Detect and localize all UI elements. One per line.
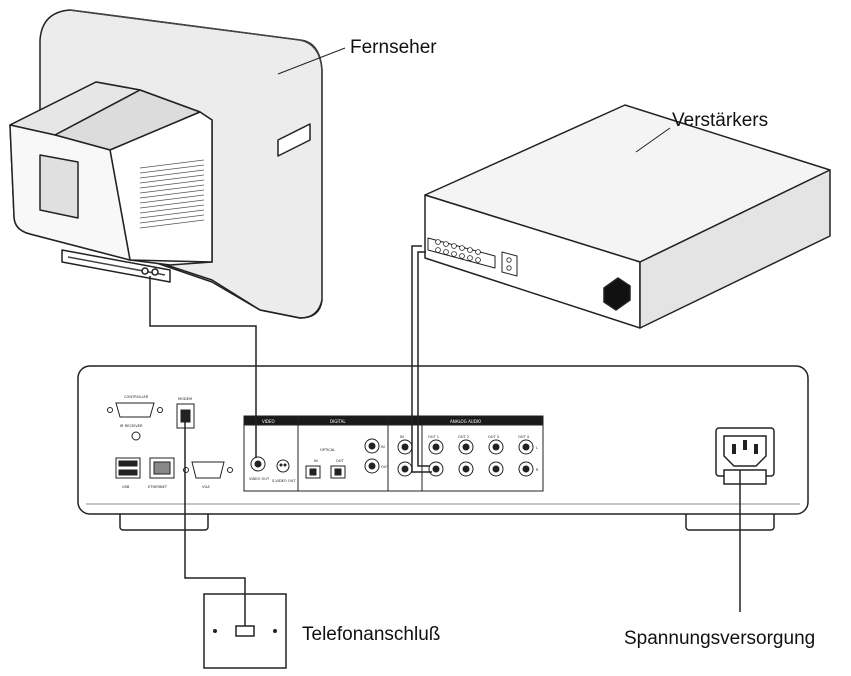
cables (149, 245, 741, 626)
power-label: Spannungsversorgung (624, 628, 815, 649)
digital-section: DIGITAL OPTICAL IN OUT IN OUT (297, 415, 389, 492)
controller-port: CONTROLLER IR RECEIVER (107, 395, 163, 441)
analog-audio-section: ANALOG AUDIO IN OUT 1 OUT 2 OUT 3 OUT 4 … (387, 415, 544, 492)
optical-out-label: OUT (336, 459, 344, 463)
usb-label: USB (122, 485, 130, 489)
tv-label: Fernseher (350, 37, 437, 58)
coax-in-label: IN (381, 445, 385, 449)
audio-cable-a (411, 245, 432, 473)
video-header: VIDEO (262, 419, 275, 424)
leader-lines (277, 47, 671, 153)
optical-in-label: IN (314, 459, 318, 463)
vga-label: VGA (202, 485, 210, 489)
svideo-out-label: S-VIDEO OUT (272, 479, 296, 483)
out1-label: OUT 1 (428, 435, 439, 439)
channel-r-label: R (536, 468, 539, 472)
video-section: VIDEO VIDEO OUT S-VIDEO OUT (243, 415, 299, 492)
ethernet-label: ETHERNET (148, 485, 168, 489)
vga-port: VGA (183, 461, 233, 489)
controller-label: CONTROLLER (124, 395, 149, 399)
modem-port: MODEM (176, 397, 195, 429)
out2-label: OUT 2 (458, 435, 469, 439)
digital-header: DIGITAL (330, 419, 346, 424)
video-out-label: VIDEO OUT (249, 477, 270, 481)
channel-l-label: L (536, 446, 538, 450)
analog-in-label: IN (400, 435, 404, 439)
modem-label: MODEM (178, 397, 192, 401)
coax-out-label: OUT (381, 465, 389, 469)
out4-label: OUT 4 (518, 435, 530, 439)
ir-receiver-label: IR RECEIVER (120, 424, 143, 428)
analog-header: ANALOG AUDIO (450, 419, 481, 424)
television (9, 9, 323, 319)
power-inlet (715, 427, 775, 485)
phone-cable (184, 422, 246, 626)
audio-cable-b (417, 251, 430, 467)
out3-label: OUT 3 (488, 435, 499, 439)
video-cable (149, 276, 257, 458)
amplifier-label: Verstärkers (672, 110, 768, 131)
phone-label: Telefonanschluß (302, 624, 440, 645)
optical-label: OPTICAL (320, 448, 335, 452)
ethernet-port: ETHERNET (148, 457, 175, 489)
amplifier (424, 104, 831, 329)
usb-port: USB (115, 457, 141, 489)
